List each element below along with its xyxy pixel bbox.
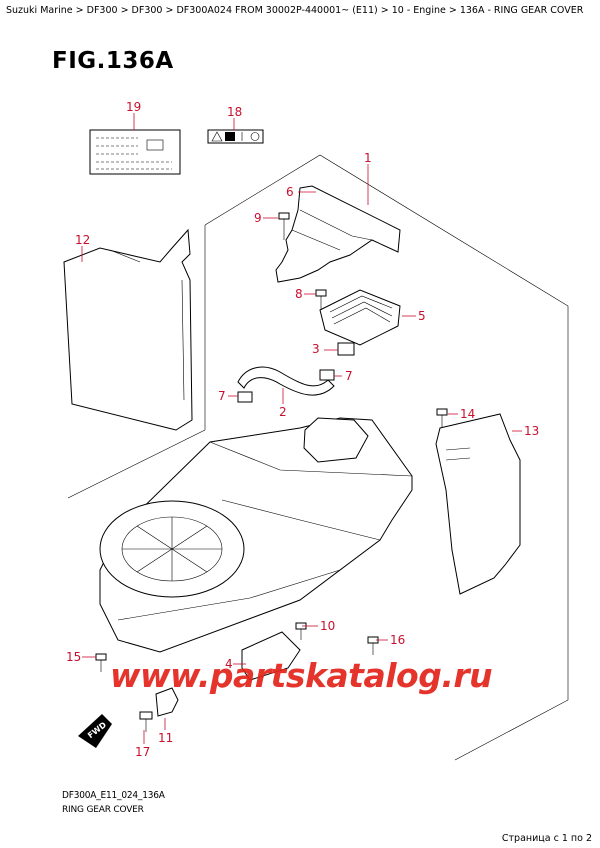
callout-17: 17 <box>135 745 150 759</box>
bolt-15[interactable] <box>95 653 107 672</box>
warning-decal[interactable] <box>207 129 264 144</box>
callout-10: 10 <box>320 619 335 633</box>
callout-6: 6 <box>286 185 294 199</box>
page-counter: Страница с 1 по 2 <box>501 833 592 844</box>
callout-3: 3 <box>312 342 320 356</box>
bolt-17[interactable] <box>139 711 153 732</box>
callout-8: 8 <box>295 287 303 301</box>
callout-7a: 7 <box>218 389 226 403</box>
callout-2: 2 <box>279 405 287 419</box>
diagram-caption: RING GEAR COVER <box>62 805 144 815</box>
assembly-frame <box>204 154 569 761</box>
right-side-cover[interactable] <box>435 413 521 595</box>
ring-gear-cover[interactable] <box>99 417 413 653</box>
diagram-code: DF300A_E11_024_136A <box>62 790 165 801</box>
upper-cover[interactable] <box>275 185 401 283</box>
bolt-14[interactable] <box>436 408 448 428</box>
side-panel[interactable] <box>63 228 193 431</box>
callout-7b: 7 <box>345 369 353 383</box>
hose[interactable] <box>237 366 335 396</box>
clip-7-left[interactable] <box>237 391 253 403</box>
bolt-9[interactable] <box>278 212 290 240</box>
callout-13: 13 <box>524 424 539 438</box>
watermark: www.partskatalog.ru <box>110 656 493 695</box>
callout-11: 11 <box>158 731 173 745</box>
callout-5: 5 <box>418 309 426 323</box>
label-decal[interactable] <box>89 129 181 175</box>
callout-4: 4 <box>225 657 233 671</box>
grille[interactable] <box>319 289 401 346</box>
bracket-11[interactable] <box>155 687 179 717</box>
callout-16: 16 <box>390 633 405 647</box>
callout-15: 15 <box>66 650 81 664</box>
bolt-8[interactable] <box>315 289 327 310</box>
clamp-3[interactable] <box>337 342 355 356</box>
callout-18: 18 <box>227 105 242 119</box>
fwd-direction-arrow: FWD <box>78 714 112 748</box>
callout-12: 12 <box>75 233 90 247</box>
leader-lines <box>81 113 522 744</box>
clip-7-right[interactable] <box>319 369 335 381</box>
figure-title: FIG.136A <box>52 48 174 74</box>
callout-1: 1 <box>364 151 372 165</box>
bolt-10[interactable] <box>295 622 307 640</box>
breadcrumb[interactable]: Suzuki Marine > DF300 > DF300 > DF300A02… <box>6 5 584 16</box>
callout-19: 19 <box>126 100 141 114</box>
callout-14: 14 <box>460 407 475 421</box>
callout-9: 9 <box>254 211 262 225</box>
small-guard[interactable] <box>241 631 301 681</box>
